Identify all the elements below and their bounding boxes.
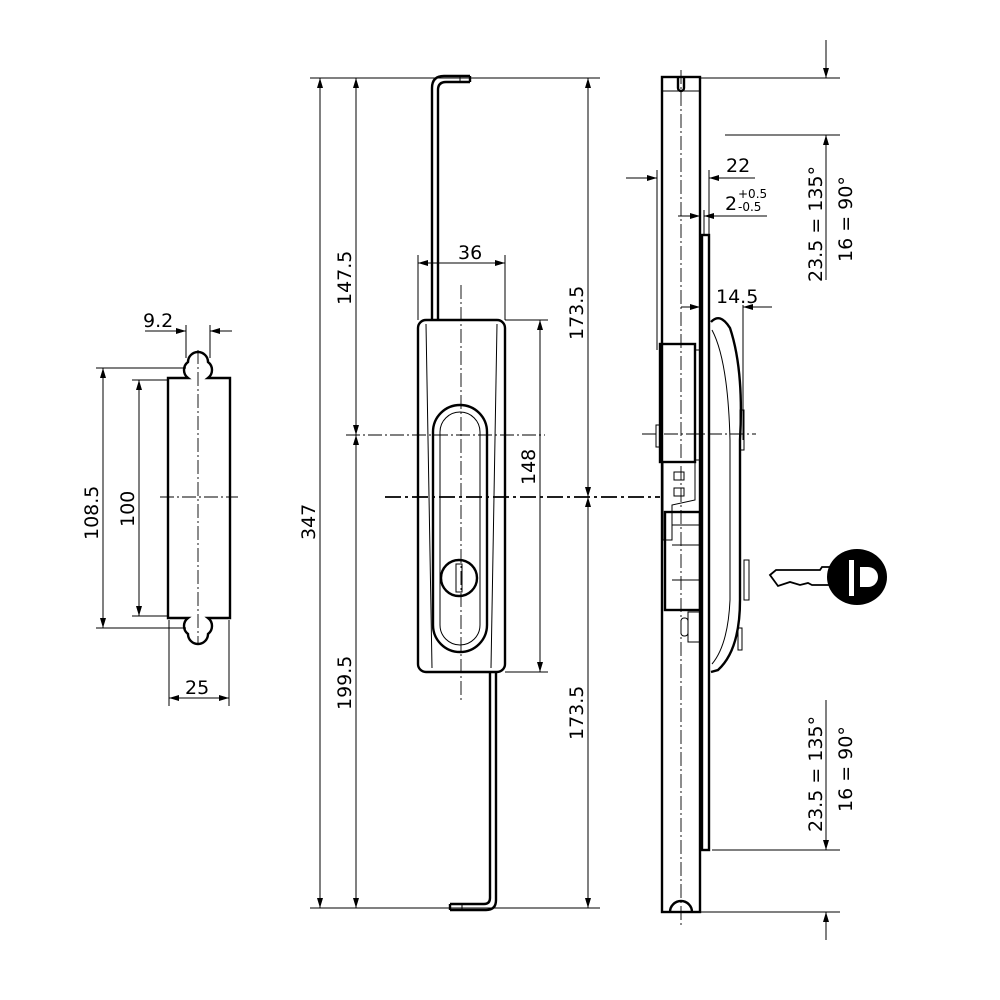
bottom-note-line2: 16 = 90° [835, 726, 857, 812]
key-icon [768, 549, 887, 605]
lock-cylinder-side [663, 510, 702, 612]
lock-cylinder [439, 558, 479, 598]
dim-text-14-5: 14.5 [716, 286, 758, 308]
cutout-view: 9.2 108.5 100 25 [81, 310, 238, 706]
dim-text-147-5: 147.5 [334, 251, 356, 305]
side-view: 22 2 +0.5 -0.5 14.5 23.5 = 135° 16 = 90°… [626, 40, 887, 940]
dim-tol-minus: -0.5 [738, 200, 761, 214]
dim-text-22: 22 [726, 155, 750, 177]
dim-text-9-2: 9.2 [143, 310, 173, 332]
lower-rod [448, 672, 498, 912]
key-slot [455, 563, 463, 593]
front-view: 347 147.5 199.5 36 148 173.5 173.5 [298, 74, 660, 912]
top-note-line2: 16 = 90° [835, 176, 857, 262]
top-note-line1: 23.5 = 135° [805, 166, 827, 282]
dim-text-25: 25 [185, 677, 209, 699]
cutout-outline [166, 350, 232, 646]
lock-housing [658, 342, 697, 464]
mounting-plate [700, 233, 711, 852]
dim-text-100: 100 [117, 491, 139, 527]
dim-text-108-5: 108.5 [81, 486, 103, 540]
bottom-note-line1: 23.5 = 135° [805, 716, 827, 832]
handle-profile [710, 316, 743, 674]
upper-rod [430, 74, 472, 320]
handle-body [416, 318, 507, 674]
dim-text-173-5-upper: 173.5 [566, 286, 588, 340]
dim-text-199-5: 199.5 [334, 656, 356, 710]
dim-text-2: 2 [725, 193, 737, 215]
dim-text-36: 36 [458, 242, 482, 264]
dim-text-347: 347 [298, 504, 320, 540]
dim-tol-plus: +0.5 [738, 187, 767, 201]
handle-grip-slot [431, 403, 489, 654]
dim-text-173-5-lower: 173.5 [566, 686, 588, 740]
dim-text-148: 148 [518, 449, 540, 485]
